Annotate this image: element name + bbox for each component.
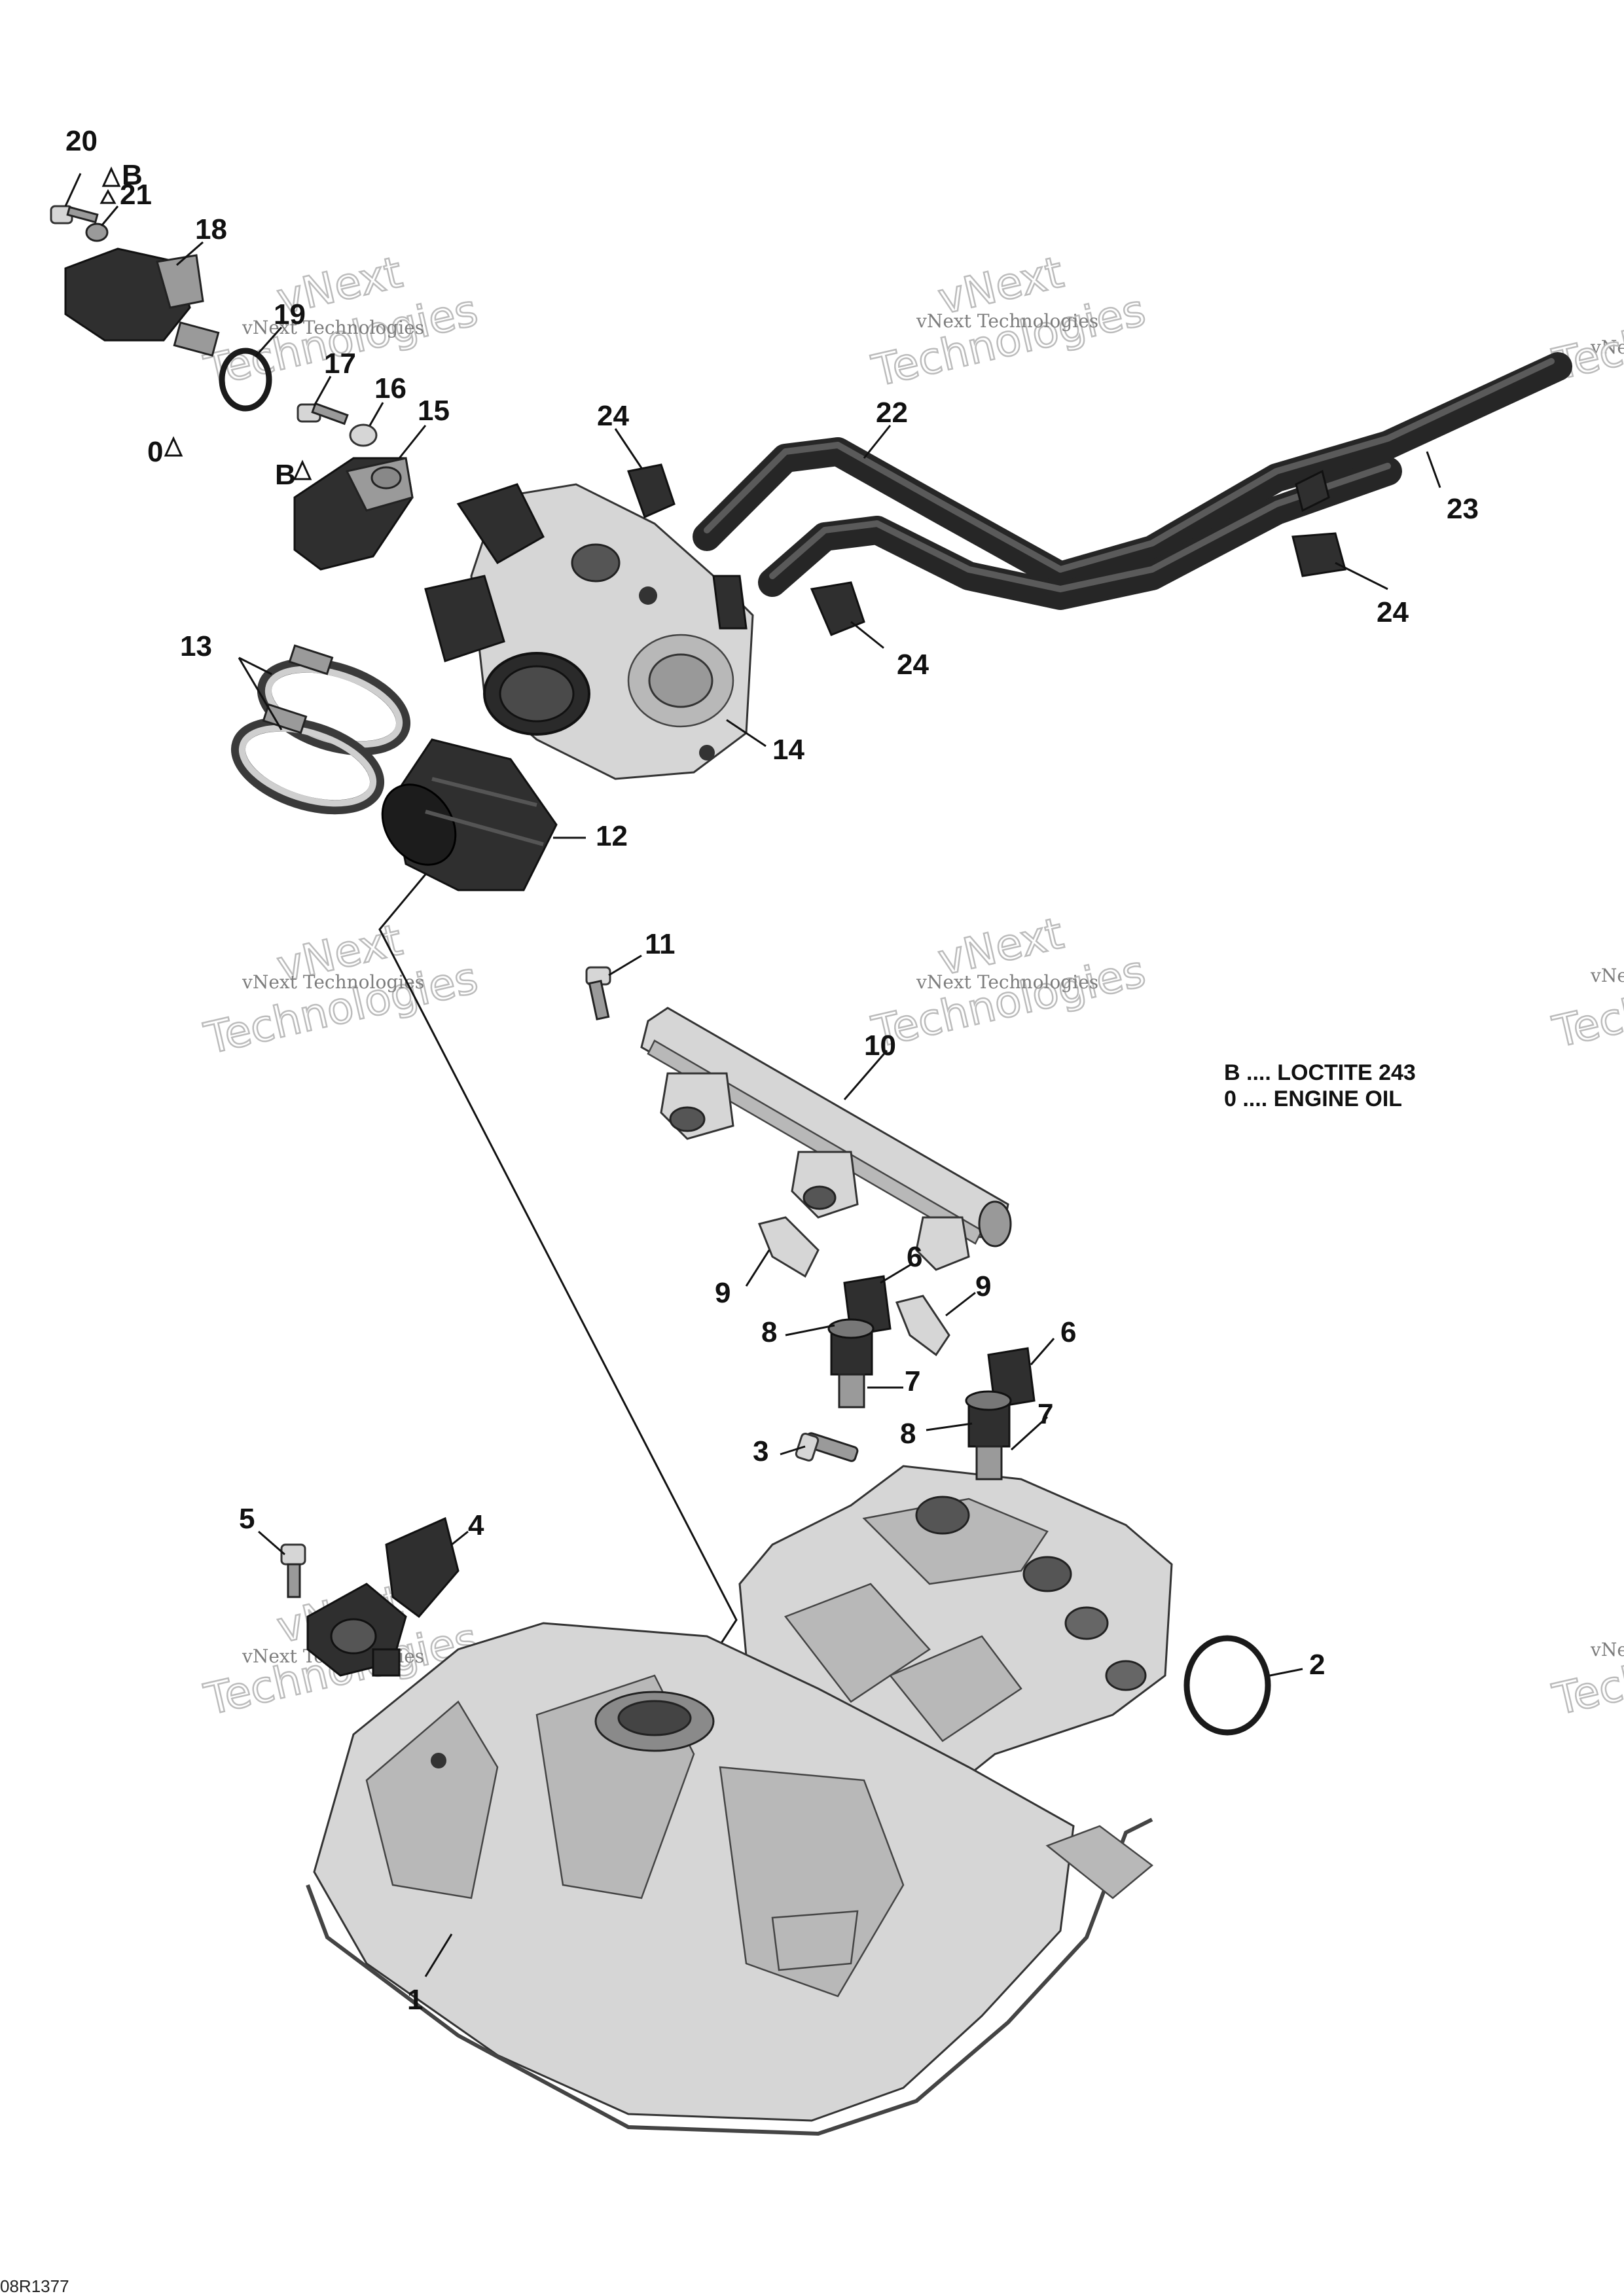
callout-24-mid: 24 [897, 649, 929, 681]
part-13-hose-clamp-lower [230, 703, 385, 815]
callout-1: 1 [407, 1984, 423, 2016]
part-3-screw [795, 1432, 859, 1462]
part-1-intake-manifold [306, 1465, 1173, 2136]
callout-9-left: 9 [715, 1277, 731, 1309]
part-16-seal [349, 423, 378, 447]
symbol-b-20: B [122, 159, 143, 191]
callout-22: 22 [876, 397, 908, 429]
callout-2: 2 [1309, 1649, 1325, 1681]
legend-engine-oil: 0 .... ENGINE OIL [1224, 1086, 1402, 1111]
watermark-small: vNext Technologies [916, 971, 1098, 993]
callout-17: 17 [324, 348, 356, 380]
part-17-screw [297, 402, 349, 425]
callout-12: 12 [596, 820, 628, 852]
part-9-clip [757, 1216, 820, 1278]
callout-19: 19 [274, 298, 306, 331]
callout-16: 16 [374, 372, 406, 404]
symbol-b-17: B [275, 459, 296, 491]
callout-23: 23 [1447, 493, 1479, 525]
part-13-hose-clamp-upper [257, 644, 411, 756]
callout-4: 4 [468, 1509, 484, 1541]
callout-15: 15 [418, 395, 450, 427]
watermark-big: Technologies [1548, 1613, 1624, 1725]
callout-8-right: 8 [900, 1418, 916, 1450]
drop-icon [101, 166, 121, 187]
part-11-screw [585, 966, 611, 1021]
part-6-8-fuel-injector-left [827, 1275, 892, 1408]
callout-7-left: 7 [905, 1365, 920, 1397]
callout-labels: 20 21 18 19 17 16 15 24 22 23 24 24 14 1… [65, 125, 1479, 2016]
part-24-clip [627, 463, 676, 519]
part-18-idle-air-valve [64, 247, 220, 357]
watermark-small: vNext Technologies [1590, 965, 1624, 986]
drop-icon [99, 188, 117, 204]
symbol-0-19: 0 [147, 436, 163, 468]
watermark-small: vNext Technologies [916, 310, 1098, 332]
part-5-screw [280, 1543, 306, 1598]
drop-icon [164, 436, 183, 457]
callout-24-right: 24 [1377, 596, 1409, 628]
callout-13: 13 [180, 630, 212, 662]
legend-loctite: B .... LOCTITE 243 [1224, 1060, 1416, 1085]
callout-8-left: 8 [761, 1316, 777, 1348]
callout-24-top: 24 [597, 400, 629, 432]
callout-18: 18 [195, 213, 227, 245]
part-19-o-ring [219, 348, 272, 412]
watermark-big: Technologies [1548, 946, 1624, 1058]
hose-fitting [1295, 469, 1330, 512]
part-2-o-ring [1183, 1635, 1271, 1736]
callout-9-right: 9 [975, 1270, 991, 1302]
watermark-small: vNext Technologies [242, 317, 424, 338]
part-21-washer [85, 223, 109, 242]
callout-6-right: 6 [1060, 1316, 1076, 1348]
part-24-clip [1291, 532, 1346, 577]
drop-icon [293, 459, 312, 480]
leader-lines [64, 173, 1441, 1977]
part-6-8-fuel-injector-right [965, 1347, 1036, 1480]
watermark-small: vNext Technologies [1590, 336, 1624, 358]
part-23-coolant-hose [758, 457, 1402, 610]
part-22-coolant-hose [693, 352, 1572, 590]
callout-6-left: 6 [907, 1241, 922, 1273]
callout-11: 11 [645, 928, 676, 960]
part-12-coupling [381, 738, 558, 891]
callout-10: 10 [864, 1030, 896, 1062]
part-4-sensor [306, 1516, 460, 1677]
callout-7-right: 7 [1038, 1398, 1053, 1430]
watermark-small: vNext Technologies [1590, 1639, 1624, 1660]
callout-3: 3 [753, 1435, 768, 1467]
watermark-small: vNext Technologies [242, 971, 424, 993]
part-10-fuel-rail [640, 1007, 1012, 1271]
callout-20: 20 [65, 125, 98, 157]
figure-reference-code: 08R1377 [0, 2276, 69, 2296]
part-20-screw [50, 205, 99, 224]
part-15-sensor [293, 457, 414, 571]
callout-14: 14 [772, 734, 804, 766]
legend: B .... LOCTITE 243 0 .... ENGINE OIL [1224, 1060, 1416, 1111]
callout-5: 5 [239, 1503, 255, 1535]
compound-symbols: B B 0 [99, 159, 312, 491]
callout-21: 21 [120, 179, 152, 211]
part-14-throttle-body [424, 483, 754, 780]
part-9-clip [895, 1295, 950, 1357]
